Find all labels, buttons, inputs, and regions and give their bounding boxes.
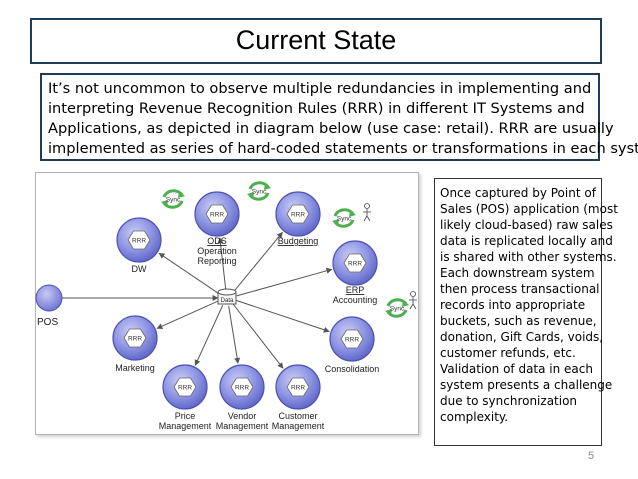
sync-icon-ods-budgeting: Sync [247,181,271,201]
node-dw: RRR [116,217,162,263]
sync-icon-dw-ods-label: Sync [166,197,181,204]
sync-icon-budgeting-erp-label: Sync [337,216,352,223]
side-note-line: Once captured by Point of [440,186,596,200]
node-customer: RRR [275,364,321,410]
user-icon [363,203,371,222]
node-budgeting-badge-label: RRR [291,212,305,219]
node-dw-badge [127,230,151,250]
arrow-to-ods [217,237,227,291]
side-note-line: customer refunds, etc. [440,346,576,360]
node-ods-label: ODS [207,236,227,246]
node-vendor-label: Management [216,421,269,431]
node-customer-badge-label: RRR [291,385,305,392]
side-note-line: Each downstream system [440,266,595,280]
side-note-line: buckets, such as revenue, [440,314,597,328]
sync-icon-budgeting-erp: Sync [332,208,356,228]
node-marketing-badge-label: RRR [128,336,142,343]
side-note-line: then process transactional [440,282,600,296]
node-customer-badge [286,377,310,397]
node-consolidation-label: Consolidation [325,364,380,374]
page-number: 5 [588,450,595,462]
node-vendor-label: Vendor [228,411,257,421]
arrow-to-customer [232,303,284,369]
node-price-label: Management [159,421,212,431]
side-note-line: system presents a challenge [440,378,613,392]
side-note-line: records into appropriate [440,298,586,312]
side-note-line: due to synchronization [440,394,578,408]
node-ods: RRR [194,191,240,237]
intro-line: implemented as series of hard-coded stat… [48,140,638,157]
node-price-badge-label: RRR [178,385,192,392]
side-note-line: likely cloud-based) raw sales [440,218,613,232]
node-ods-badge-label: RRR [210,212,224,219]
slide-title: Current State [235,25,397,55]
node-vendor-badge-label: RRR [235,385,249,392]
arrow-to-vendor [228,305,241,364]
intro-line: It’s not uncommon to observe multiple re… [48,80,592,97]
node-price-label: Price [175,411,196,421]
node-customer-label: Customer [278,411,317,421]
arrow-to-budgeting [233,231,283,293]
sync-icon-ods-budgeting-label: Sync [252,189,267,196]
sync-icon-erp-consolidation-label: Sync [390,306,405,313]
node-ods-label: Operation [197,246,237,256]
node-marketing-badge [123,328,147,348]
sync-icon-dw-ods: Sync [161,189,185,209]
pos-node [35,284,63,312]
node-consolidation-badge [340,329,364,349]
node-price-badge [173,377,197,397]
node-price: RRR [162,364,208,410]
node-erp-badge [343,253,367,273]
intro-line: Applications, as depicted in diagram bel… [48,120,614,137]
node-marketing: RRR [112,315,158,361]
arrow-to-marketing [156,300,219,329]
side-note-line: donation, Gift Cards, voids, [440,330,604,344]
node-vendor-badge [230,377,254,397]
node-budgeting-label: Budgeting [278,236,319,246]
user-icon [409,291,417,310]
pos-label: POS [37,317,58,328]
side-note-line: Sales (POS) application (most [440,202,618,216]
sync-icon-erp-consolidation: Sync [385,298,409,318]
data-hub-label: Data [221,298,234,304]
side-note-line: data is replicated locally and [440,234,613,248]
node-erp: RRR [332,240,378,286]
node-consolidation-badge-label: RRR [345,337,359,344]
arrow-to-price [194,305,224,366]
node-budgeting-badge [286,204,310,224]
title-box: Current State [30,18,602,64]
node-erp-label: ERP [346,285,365,295]
node-budgeting: RRR [275,191,321,237]
node-dw-label: DW [132,264,147,274]
node-vendor: RRR [219,364,265,410]
node-ods-label: Reporting [197,256,236,266]
node-layer: RRR RRR RRR RRR RRR RRR RRR RRR RRR [35,191,378,410]
node-ods-badge [205,204,229,224]
side-note-line: is shared with other systems. [440,250,617,264]
intro-text-box: It’s not uncommon to observe multiple re… [40,73,638,161]
side-note-line: Validation of data in each [440,362,593,376]
diagram-frame [35,172,419,435]
connector-layer [62,231,333,369]
side-note-box: Once captured by Point of Sales (POS) ap… [434,178,618,446]
arrow-to-erp [236,267,333,297]
arrow-to-consolidation [236,300,330,333]
intro-line: interpreting Revenue Recognition Rules (… [48,100,585,117]
node-dw-badge-label: RRR [132,238,146,245]
side-note-line: complexity. [440,410,509,424]
node-erp-badge-label: RRR [348,261,362,268]
data-hub-top [217,288,237,296]
node-customer-label: Management [272,421,325,431]
node-erp-label: Accounting [333,295,378,305]
node-marketing-label: Marketing [115,363,155,373]
node-consolidation: RRR [329,316,375,362]
data-flow-diagram: RRR RRR RRR RRR RRR RRR RRR RRR RRR POS Data DW ODS… [35,181,417,431]
arrow-to-dw [158,252,219,295]
